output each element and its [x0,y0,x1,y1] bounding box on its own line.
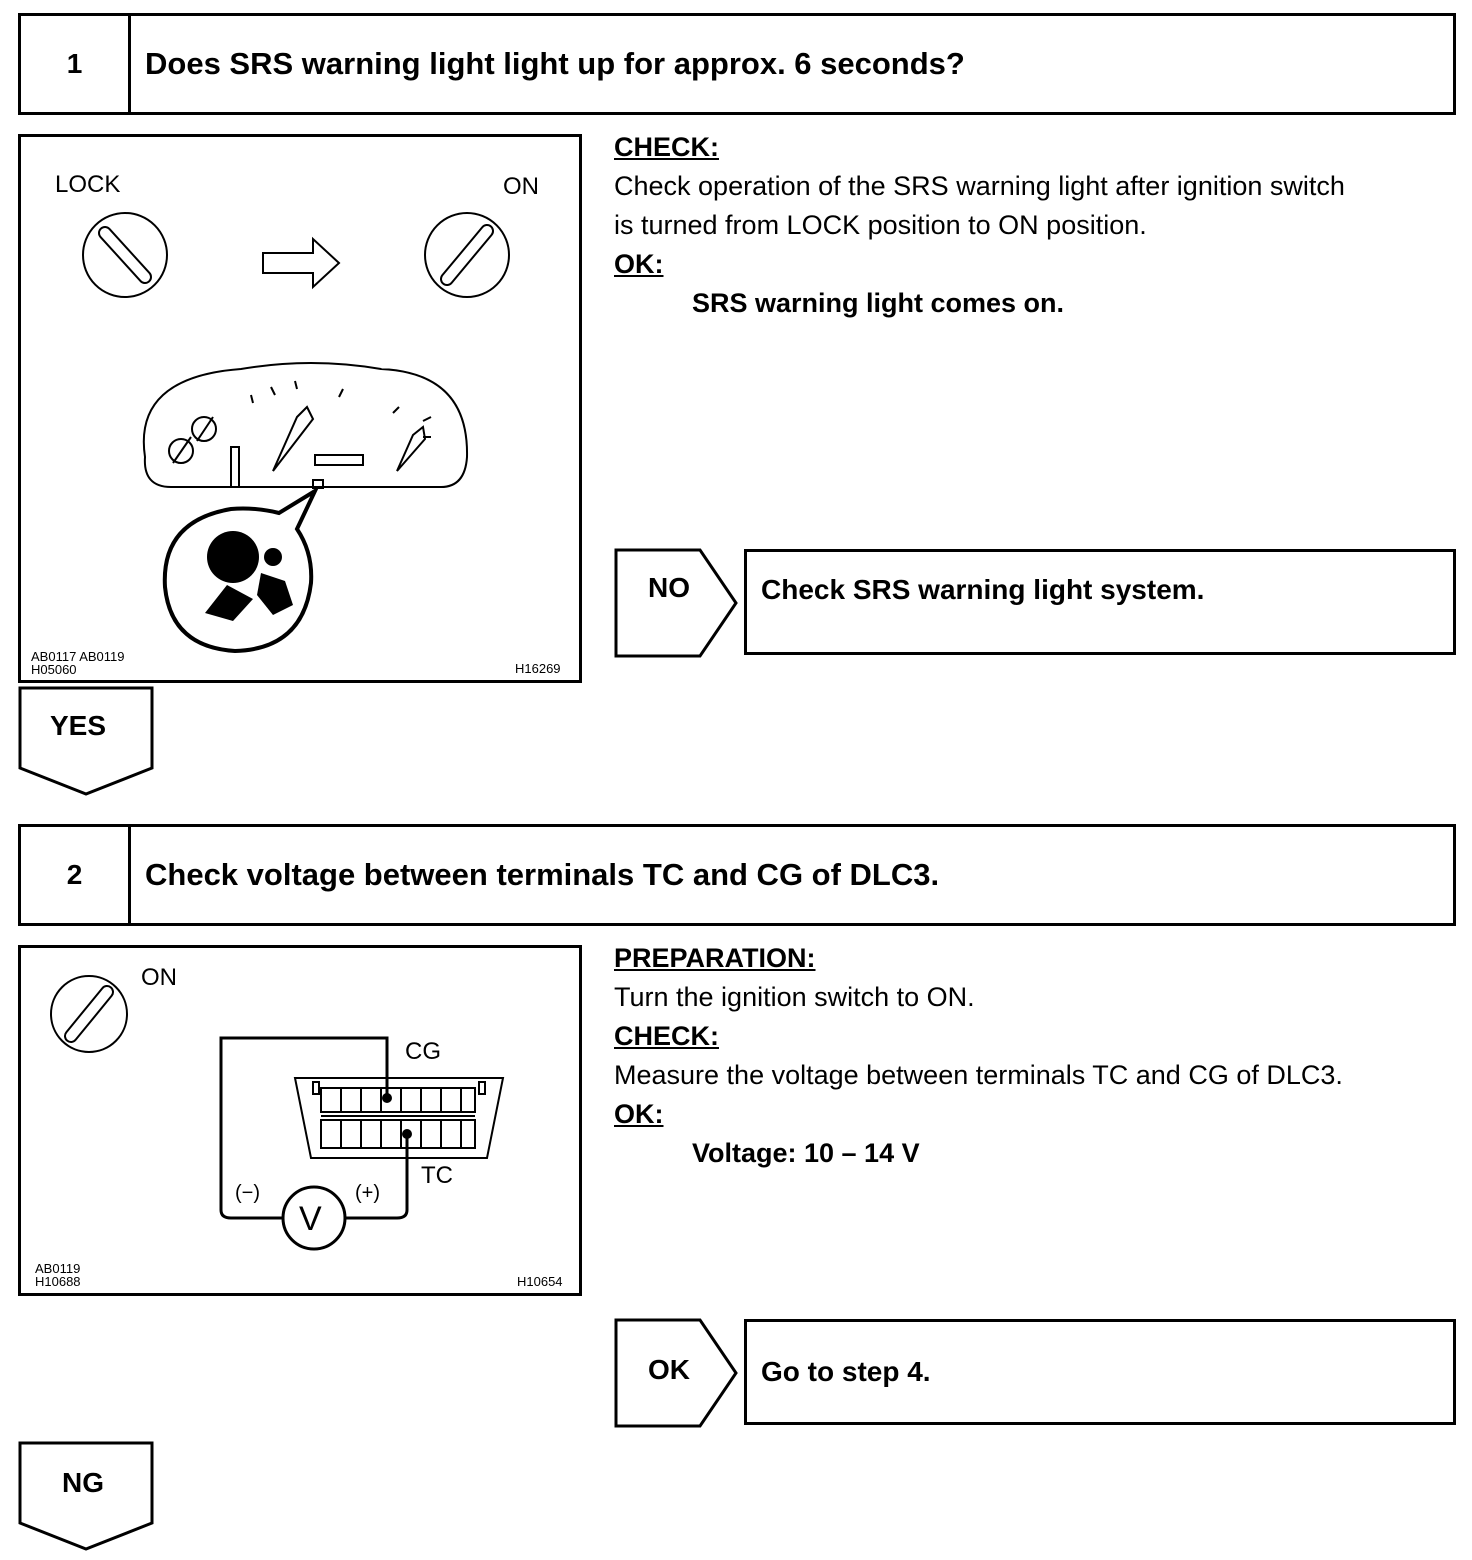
on-label: ON [141,964,177,991]
step-number: 1 [21,16,131,112]
arrow-right-icon [262,236,341,290]
ng-tag: NG [18,1441,156,1553]
on-key-icon [50,975,128,1053]
lock-label: LOCK [55,171,121,198]
no-tag: NO [614,548,740,658]
check-text: is turned from LOCK position to ON posit… [614,210,1147,240]
on-key-icon [424,212,510,298]
step-2-header: 2 Check voltage between terminals TC and… [18,824,1456,926]
ok-header: OK: [614,249,664,279]
preparation-text: Turn the ignition switch to ON. [614,982,975,1012]
cg-terminal-label: CG [405,1038,441,1065]
check-text: Measure the voltage between terminals TC… [614,1060,1343,1090]
check-header: CHECK: [614,1021,719,1051]
figure-code: H05060 [31,662,77,677]
step-number: 2 [21,827,131,923]
yes-label: YES [50,710,107,741]
figure-code: AB0117 AB0119 [31,649,125,664]
ok-header: OK: [614,1099,664,1129]
ok-result-box: Go to step 4. [744,1319,1456,1425]
dlc3-connector-icon [293,1077,505,1159]
preparation-header: PREPARATION: [614,943,816,973]
ok-label: OK [648,1354,690,1385]
step-1-figure: LOCK ON AB0117 AB0119 H05060 H16269 [18,134,582,683]
figure-code: H16269 [515,661,561,676]
ok-value: Voltage: 10 – 14 V [692,1138,920,1168]
step-title: Does SRS warning light light up for appr… [145,46,965,81]
ok-value: SRS warning light comes on. [692,288,1065,318]
tc-terminal-label: TC [421,1162,453,1189]
voltmeter-icon [281,1185,347,1251]
figure-code: H10688 [35,1274,81,1289]
step-1-header: 1 Does SRS warning light light up for ap… [18,13,1456,115]
lock-key-icon [82,212,168,298]
check-header: CHECK: [614,132,719,162]
no-label: NO [648,572,690,603]
voltmeter-label: V [299,1200,322,1238]
no-result-text: Check SRS warning light system. [761,574,1205,605]
plus-lead-label: (+) [355,1182,380,1204]
step-title: Check voltage between terminals TC and C… [145,857,940,892]
figure-code: AB0119 [35,1261,81,1276]
ok-tag: OK [614,1318,740,1428]
test-lead-wires [219,1036,409,1220]
instrument-cluster-icon [142,362,469,489]
step-2-figure: ON CG TC (−) (+) V AB0119 H10688 H10654 [18,945,582,1296]
ok-result-text: Go to step 4. [761,1356,931,1387]
figure-code: H10654 [517,1274,563,1289]
on-label: ON [503,173,539,200]
no-result-box: Check SRS warning light system. [744,549,1456,655]
minus-lead-label: (−) [235,1182,260,1204]
airbag-warning-icon [162,485,320,654]
yes-tag: YES [18,686,156,798]
check-text: Check operation of the SRS warning light… [614,171,1345,201]
ng-label: NG [62,1467,104,1498]
